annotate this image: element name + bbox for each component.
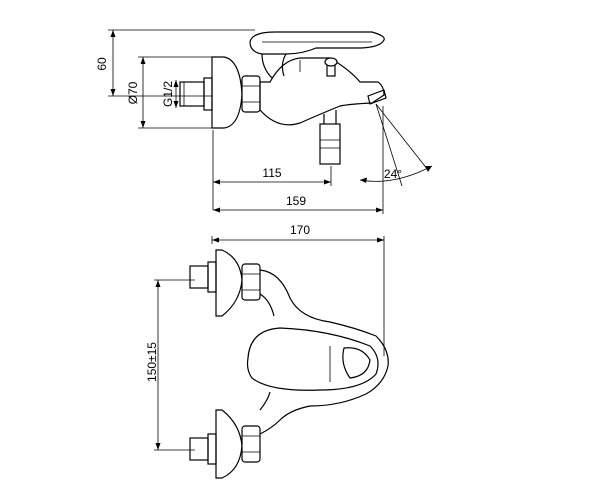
side-inlet-connector — [179, 77, 213, 111]
dimension-angle-24: 24° — [359, 103, 433, 187]
side-hex-nut — [241, 75, 261, 113]
dim-label-diameter-70: Ø70 — [126, 81, 140, 104]
top-mixer-body — [259, 269, 389, 435]
dimension-diameter-70: Ø70 — [126, 56, 212, 129]
side-wall-flange — [211, 56, 243, 129]
dimension-170: 170 — [211, 223, 385, 356]
side-lever-handle — [249, 31, 385, 79]
top-lower-inlet — [189, 409, 261, 479]
side-diverter-knob — [324, 57, 338, 77]
dim-label-60: 60 — [95, 57, 109, 71]
dim-label-170: 170 — [290, 223, 310, 237]
dim-label-angle-24: 24° — [384, 167, 402, 181]
dimension-115: 115 — [212, 130, 332, 210]
dim-label-150: 150±15 — [145, 342, 159, 382]
dimension-60: 60 — [95, 29, 255, 97]
top-view: 170 150±15 — [145, 223, 389, 479]
dim-label-g12: G1/2 — [161, 81, 175, 107]
side-mixer-body — [259, 57, 385, 126]
dim-label-115: 115 — [262, 166, 281, 180]
side-shower-outlet — [319, 110, 341, 165]
top-upper-inlet — [189, 249, 261, 317]
dimension-159: 159 — [213, 106, 384, 214]
dim-label-159: 159 — [286, 194, 306, 208]
dimension-150: 150±15 — [145, 279, 195, 451]
top-lever-paddle — [246, 327, 379, 391]
dimension-g12: G1/2 — [161, 80, 179, 108]
side-view: 60 Ø70 G1/2 — [95, 29, 433, 214]
side-spout-tip — [367, 89, 387, 105]
